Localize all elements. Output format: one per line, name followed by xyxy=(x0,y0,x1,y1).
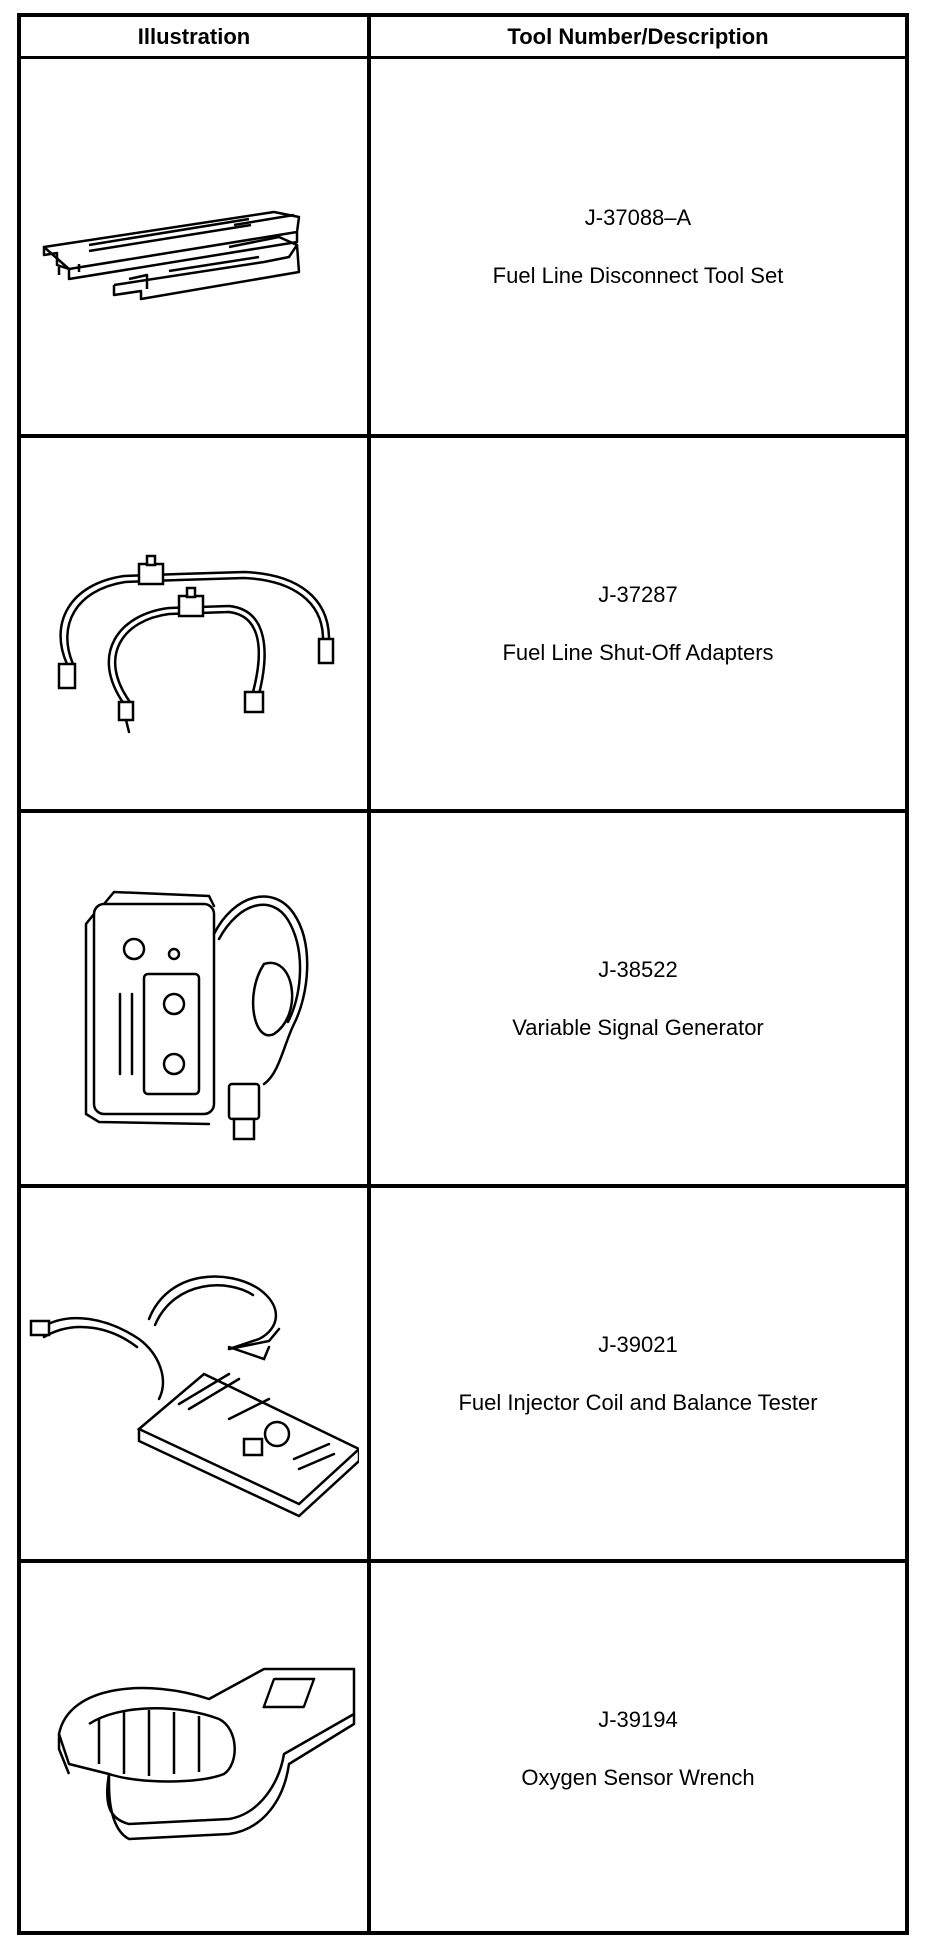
description-cell: J-37287 Fuel Line Shut-Off Adapters xyxy=(371,438,905,809)
fuel-line-disconnect-tool-icon xyxy=(42,210,301,300)
header-tool-description: Tool Number/Description xyxy=(507,23,769,49)
illustration-cell xyxy=(21,813,367,1184)
tool-description: Fuel Line Shut-Off Adapters xyxy=(502,639,774,665)
table-row: J-37287 Fuel Line Shut-Off Adapters xyxy=(21,434,905,809)
table-row: J-39194 Oxygen Sensor Wrench xyxy=(21,1559,905,1935)
tool-description: Fuel Injector Coil and Balance Tester xyxy=(458,1389,818,1415)
oxygen-sensor-wrench-icon xyxy=(57,1667,356,1841)
illustration-cell xyxy=(21,438,367,809)
table-header: Illustration Tool Number/Description xyxy=(21,17,905,59)
description-cell: J-37088–A Fuel Line Disconnect Tool Set xyxy=(371,59,905,434)
tool-description: Fuel Line Disconnect Tool Set xyxy=(492,262,784,288)
tool-description: Variable Signal Generator xyxy=(512,1014,764,1040)
tool-description: Oxygen Sensor Wrench xyxy=(521,1765,755,1790)
table-row: J-38522 Variable Signal Generator xyxy=(21,809,905,1184)
table-row: J-39021 Fuel Injector Coil and Balance T… xyxy=(21,1184,905,1559)
injector-tester-icon xyxy=(29,1274,359,1517)
header-illustration: Illustration xyxy=(137,23,251,49)
tool-number: J-39194 xyxy=(598,1707,678,1732)
tool-table: Illustration Tool Number/Description J-3… xyxy=(17,13,909,1935)
illustration-cell xyxy=(21,1188,367,1559)
illustration-cell xyxy=(21,1563,367,1935)
description-cell: J-39021 Fuel Injector Coil and Balance T… xyxy=(371,1188,905,1559)
column-divider xyxy=(367,17,371,1931)
tool-number: J-38522 xyxy=(598,956,678,982)
fuel-line-shutoff-adapters-icon xyxy=(57,554,335,733)
variable-signal-generator-icon xyxy=(84,890,309,1140)
illustration-cell xyxy=(21,59,367,434)
tool-number: J-37088–A xyxy=(584,204,692,230)
description-cell: J-38522 Variable Signal Generator xyxy=(371,813,905,1184)
tool-number: J-39021 xyxy=(598,1331,678,1357)
description-cell: J-39194 Oxygen Sensor Wrench xyxy=(371,1563,905,1935)
table-row: J-37088–A Fuel Line Disconnect Tool Set xyxy=(21,59,905,434)
tool-number: J-37287 xyxy=(598,581,678,607)
